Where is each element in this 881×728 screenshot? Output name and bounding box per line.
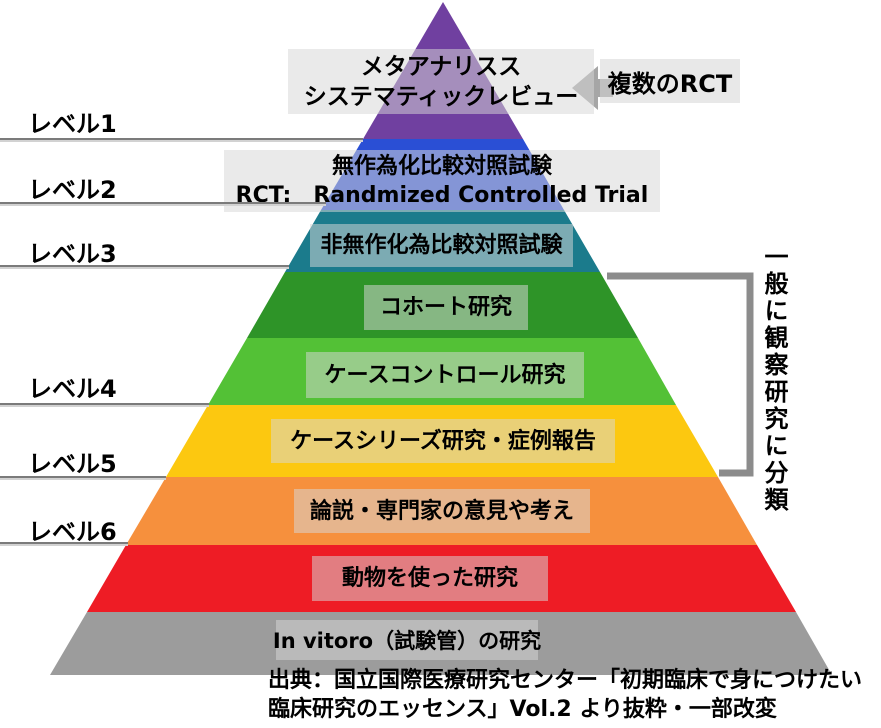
- level-1-line: [0, 138, 363, 140]
- level-4-line: [0, 403, 209, 405]
- level-5-line: [0, 476, 166, 478]
- band-label-line: コホート研究: [379, 295, 512, 320]
- observational-bracket: [607, 272, 754, 477]
- level-3-line: [0, 265, 289, 267]
- source-caption-line1: 出典：国立国際医療研究センター「初期臨床で身につけたい: [268, 668, 863, 693]
- band-label-rct: 無作為化比較対照試験 RCT: Randmized Controlled Tri…: [224, 150, 660, 212]
- level-3-label: レベル3: [28, 240, 117, 268]
- level-4-label: レベル4: [28, 375, 117, 403]
- band-label-line: システマティックレビュー: [303, 83, 579, 110]
- observational-classification-note: 一般に観察研究に分類: [760, 244, 788, 514]
- source-caption-line2: 臨床研究のエッセンス」Vol.2 より抜粋・一部改変: [268, 697, 777, 722]
- band-label-expert-opinion: 論説・専門家の意見や考え: [294, 489, 590, 533]
- level-1-label: レベル1: [28, 110, 117, 138]
- band-label-case-control: ケースコントロール研究: [306, 352, 584, 398]
- band-label-line: 論説・専門家の意見や考え: [309, 498, 574, 524]
- source-caption: 出典：国立国際医療研究センター「初期臨床で身につけたい 臨床研究のエッセンス」V…: [268, 666, 880, 724]
- level-6-label: レベル6: [28, 518, 117, 546]
- band-label-line: メタアナリスス: [360, 53, 522, 80]
- band-label-line: 動物を使った研究: [341, 566, 518, 591]
- band-label-cohort: コホート研究: [364, 285, 528, 330]
- band-label-line: In vitoro（試験管）の研究: [272, 629, 542, 653]
- level-6-line: [0, 542, 128, 544]
- level-5-label: レベル5: [28, 450, 117, 478]
- multiple-rct-note: 複数のRCT: [600, 59, 740, 103]
- band-label-line: 非無作化為比較対照試験: [320, 233, 563, 258]
- band-label-line: RCT: Randmized Controlled Trial: [235, 183, 649, 208]
- band-label-meta-analysis: メタアナリスス システマティックレビュー: [288, 49, 594, 114]
- band-label-in-vitro: In vitoro（試験管）の研究: [272, 620, 542, 660]
- band-label-line: 無作為化比較対照試験: [331, 154, 552, 179]
- band-label-case-series: ケースシリーズ研究・症例報告: [271, 419, 615, 463]
- level-2-line: [0, 202, 326, 204]
- band-label-non-randomized: 非無作化為比較対照試験: [310, 224, 573, 267]
- level-2-label: レベル2: [28, 176, 117, 204]
- band-label-line: ケースシリーズ研究・症例報告: [290, 428, 596, 454]
- band-label-line: ケースコントロール研究: [324, 362, 566, 388]
- band-label-animal: 動物を使った研究: [312, 556, 548, 601]
